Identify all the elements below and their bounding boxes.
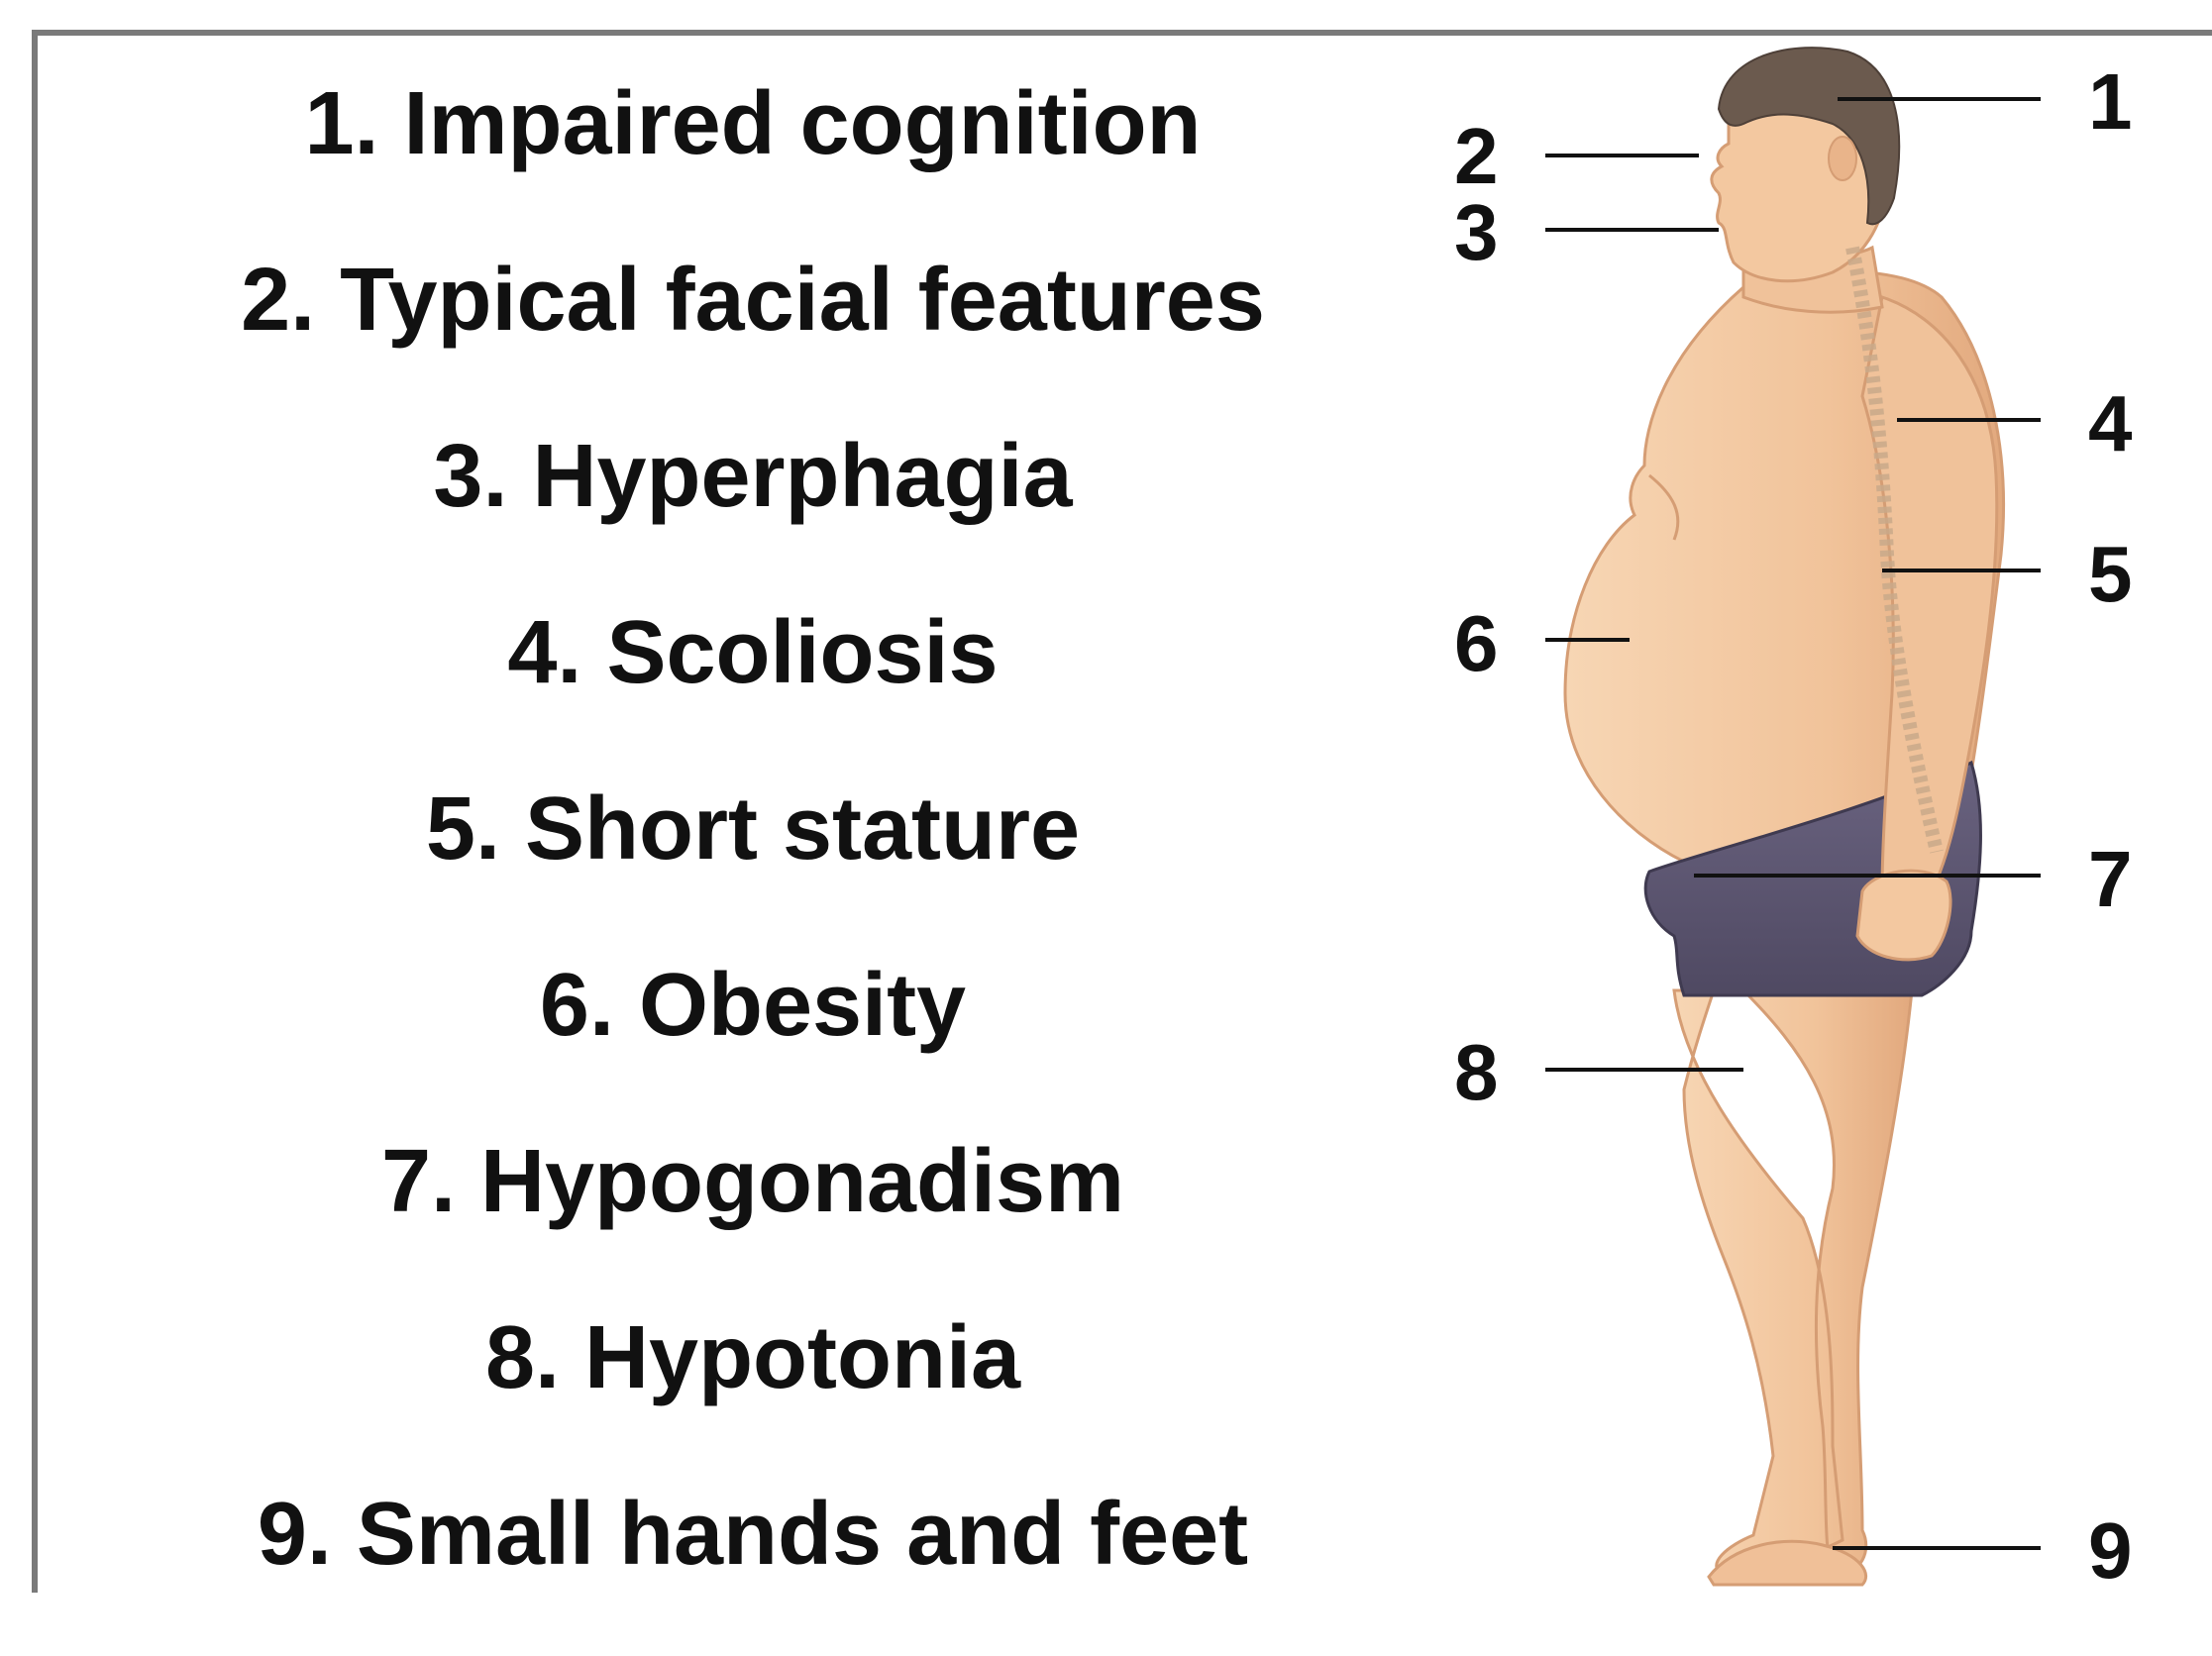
callout-number-6: 6: [1454, 599, 1499, 687]
person-hand: [1857, 871, 1950, 960]
callout-number-8: 8: [1454, 1028, 1499, 1116]
person-legs: [1674, 990, 1912, 1577]
callout-number-9: 9: [2088, 1506, 2133, 1593]
person-ear: [1829, 137, 1856, 180]
body-figure-diagram: 1 2 3 4 5 6 7 8 9: [0, 0, 2212, 1593]
callout-number-5: 5: [2088, 530, 2133, 618]
callout-number-4: 4: [2088, 379, 2133, 467]
callout-number-7: 7: [2088, 835, 2133, 923]
callout-number-2: 2: [1454, 112, 1499, 200]
person-illustration: [1565, 48, 2004, 1585]
callout-number-1: 1: [2088, 57, 2133, 146]
callout-number-3: 3: [1454, 188, 1499, 276]
